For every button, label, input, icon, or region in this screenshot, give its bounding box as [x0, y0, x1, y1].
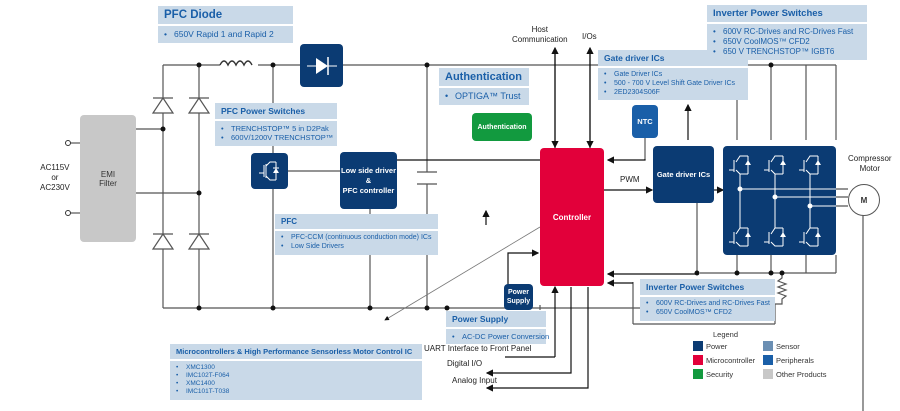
pfc-title: PFC — [275, 214, 438, 231]
motor[interactable]: M — [848, 184, 880, 216]
pfc-diode-item: 650V Rapid 1 and Rapid 2 — [164, 29, 287, 40]
gate-driver-ics-item: 500 - 700 V Level Shift Gate Driver ICs — [604, 80, 742, 89]
igbt-icon — [258, 161, 279, 181]
legend-item-sensor: Sensor — [763, 341, 833, 351]
emi-filter-block[interactable]: EMI Filter — [80, 115, 136, 242]
gate-driver-block[interactable]: Gate driver ICs — [653, 146, 714, 203]
legend-label: Security — [706, 369, 734, 379]
legend-swatch — [693, 341, 703, 351]
pfc-power-switches-item: 600V/1200V TRENCHSTOP™ — [221, 133, 333, 143]
authentication-block-label: Authentication — [477, 123, 527, 131]
ac-input-label: AC115V or AC230V — [40, 163, 70, 192]
ntc-label: NTC — [637, 117, 653, 126]
inverter-top-item: 650 V TRENCHSTOP™ IGBT6 — [713, 47, 861, 57]
inverter-bridge-icon — [728, 155, 836, 247]
legend-item-microcontroller: Microcontroller — [693, 355, 763, 365]
microcontrollers-label: Microcontrollers & High Performance Sens… — [170, 344, 422, 400]
pfc-item: PFC-CCM (continuous conduction mode) ICs — [281, 234, 432, 243]
analog-input-label: Analog Input — [452, 376, 497, 385]
pfc-diode-label: PFC Diode 650V Rapid 1 and Rapid 2 — [158, 6, 293, 43]
pfc-diode-block[interactable] — [300, 44, 343, 87]
gate-driver-label: Gate driver ICs — [656, 170, 711, 179]
legend-label: Peripherals — [776, 355, 814, 365]
legend: Legend Power Sensor Microcontroller Peri… — [693, 330, 833, 379]
inverter-bridge-block[interactable] — [723, 146, 836, 255]
inverter-top-label: Inverter Power Switches 600V RC-Drives a… — [707, 5, 867, 60]
pfc-label: PFC PFC-CCM (continuous conduction mode)… — [275, 214, 438, 255]
legend-item-peripherals: Peripherals — [763, 355, 833, 365]
microcontrollers-title: Microcontrollers & High Performance Sens… — [170, 344, 422, 361]
digital-io-label: Digital I/O — [447, 359, 483, 368]
legend-title: Legend — [713, 330, 739, 339]
gate-driver-ics-item: Gate Driver ICs — [604, 71, 742, 80]
compressor-motor-label: Compressor Motor — [848, 154, 892, 173]
legend-label: Power — [706, 341, 728, 351]
authentication-block[interactable]: Authentication — [472, 113, 532, 141]
inverter-bottom-item: 600V RC-Drives and RC-Drives Fast — [646, 300, 770, 309]
power-supply-label: Power Supply AC-DC Power Conversion — [446, 311, 549, 345]
pfc-diode-title: PFC Diode — [158, 6, 293, 26]
pfc-switch-block[interactable] — [251, 153, 288, 189]
gate-driver-ics-title: Gate driver ICs — [598, 50, 748, 68]
legend-item-security: Security — [693, 369, 763, 379]
legend-swatch — [693, 355, 703, 365]
low-side-driver-label: Low side driver & PFC controller — [340, 165, 397, 195]
microcontrollers-item: XMC1300 — [176, 364, 416, 372]
host-communication-label: Host Communication — [512, 25, 568, 44]
gate-driver-ics-item: 2ED2304S06F — [604, 89, 742, 98]
pfc-item: Low Side Drivers — [281, 243, 432, 252]
ntc-block[interactable]: NTC — [632, 105, 658, 138]
legend-label: Sensor — [776, 341, 800, 351]
inverter-bottom-label: Inverter Power Switches 600V RC-Drives a… — [640, 279, 775, 321]
pwm-label: PWM — [620, 175, 640, 184]
pfc-power-switches-title: PFC Power Switches — [215, 103, 337, 121]
power-supply-title: Power Supply — [446, 311, 546, 329]
microcontrollers-item: IMC101T-T038 — [176, 388, 416, 396]
authentication-label: Authentication OPTIGA™ Trust — [439, 68, 529, 106]
legend-label: Microcontroller — [706, 355, 756, 365]
inverter-top-title: Inverter Power Switches — [707, 5, 867, 24]
low-side-driver-block[interactable]: Low side driver & PFC controller — [340, 152, 397, 209]
legend-swatch — [693, 369, 703, 379]
pfc-power-switches-label: PFC Power Switches TRENCHSTOP™ 5 in D2Pa… — [215, 103, 337, 146]
legend-swatch — [763, 355, 773, 365]
power-supply-label: Power Supply — [506, 289, 531, 305]
power-supply-block[interactable]: Power Supply — [504, 284, 533, 310]
power-supply-item: AC-DC Power Conversion — [452, 332, 549, 342]
diode-icon — [306, 56, 337, 75]
inverter-bottom-item: 650V CoolMOS™ CFD2 — [646, 309, 769, 318]
inverter-top-item: 600V RC-Drives and RC-Drives Fast — [713, 27, 861, 37]
controller-label: Controller — [552, 212, 592, 222]
microcontrollers-item: XMC1400 — [176, 380, 416, 388]
emi-filter-label: EMI Filter — [99, 169, 117, 188]
legend-label: Other Products — [776, 369, 827, 379]
motor-label: M — [860, 195, 868, 205]
pfc-power-switches-item: TRENCHSTOP™ 5 in D2Pak — [221, 124, 331, 134]
uart-label: UART Interface to Front Panel — [424, 344, 532, 353]
legend-swatch — [763, 369, 773, 379]
microcontrollers-item: IMC102T-F064 — [176, 372, 416, 380]
ios-label: I/Os — [582, 32, 597, 41]
controller-block[interactable]: Controller — [540, 148, 604, 286]
inverter-top-item: 650V CoolMOS™ CFD2 — [713, 37, 861, 47]
legend-item-power: Power — [693, 341, 763, 351]
legend-item-other-products: Other Products — [763, 369, 833, 379]
inverter-bottom-title: Inverter Power Switches — [640, 279, 775, 297]
legend-swatch — [763, 341, 773, 351]
authentication-item: OPTIGA™ Trust — [445, 91, 523, 103]
authentication-title: Authentication — [439, 68, 529, 88]
